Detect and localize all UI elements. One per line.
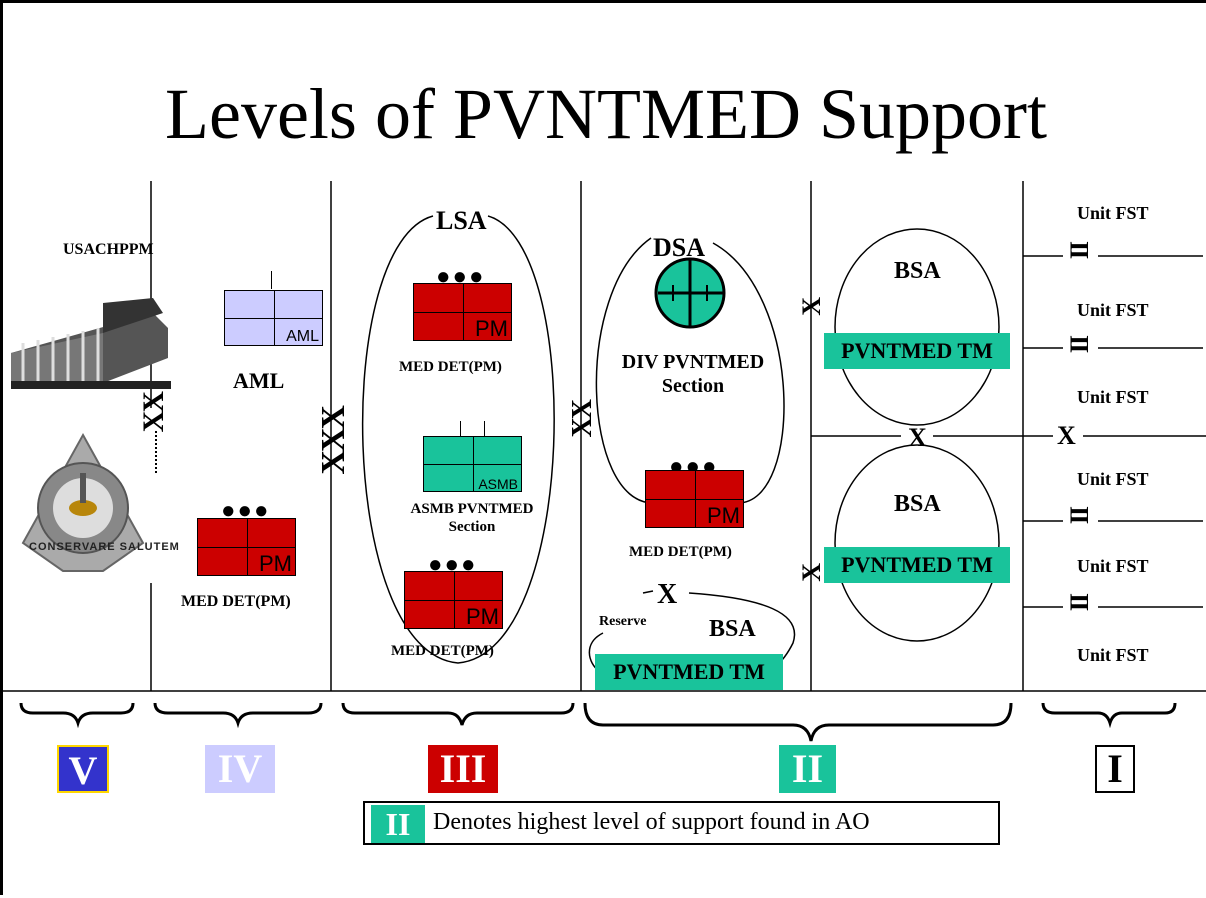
brace-v <box>19 702 135 729</box>
asmb-unit: ASMB <box>423 436 522 492</box>
med-det-label: MED DET(PM) <box>391 643 494 659</box>
echelon-ii-marker: II <box>1065 243 1094 260</box>
dsa-label: DSA <box>653 233 706 262</box>
unit-fst-label: Unit FST <box>1077 645 1149 665</box>
unit-fst-label: Unit FST <box>1077 556 1149 576</box>
unit-fst-label: Unit FST <box>1077 300 1149 320</box>
reserve-pvntmed-tm: PVNTMED TM <box>595 654 783 690</box>
dsa-oval <box>595 237 785 504</box>
bsa-top-label: BSA <box>894 258 941 284</box>
diagram-lines <box>3 181 1206 742</box>
aml-tag: AML <box>286 328 319 345</box>
legend-text: Denotes highest level of support found i… <box>433 809 870 835</box>
unit-fst-label: Unit FST <box>1077 387 1149 407</box>
bsa-bottom-label: BSA <box>894 491 941 517</box>
aml-label: AML <box>233 368 285 393</box>
unit-fst-label: Unit FST <box>1077 203 1149 223</box>
pm-unit-lsa: PM <box>413 283 512 341</box>
pm-unit-iv: PM <box>197 518 296 576</box>
legend: II Denotes highest level of support foun… <box>363 801 1000 845</box>
level-i-badge: I <box>1095 745 1135 793</box>
bsa-bottom-pvntmed-tm: PVNTMED TM <box>824 547 1010 583</box>
med-det-label: MED DET(PM) <box>181 593 291 610</box>
asmb-label: ASMB PVNTMED Section <box>410 501 534 535</box>
med-det-label: MED DET(PM) <box>399 359 502 375</box>
echelon-iv-iii: XXX <box>315 407 352 475</box>
level-iii-badge: III <box>428 745 498 793</box>
level-v-badge: V <box>57 745 109 793</box>
med-det-label: MED DET(PM) <box>629 544 732 560</box>
div-pvntmed-label: DIV PVNTMED Section <box>621 351 765 397</box>
echelon-bsa-bottom: X <box>797 565 826 582</box>
echelon-bsa-top: X <box>797 299 826 316</box>
echelon-ii-marker: II <box>1065 508 1094 525</box>
unit-fst-label: Unit FST <box>1077 469 1149 489</box>
brace-iv <box>153 702 323 729</box>
legend-badge: II <box>371 805 425 843</box>
pm-unit-dsa: PM <box>645 470 744 528</box>
echelon-ii-marker: II <box>1065 595 1094 612</box>
crest-text: CONSERVARE SALUTEM <box>29 541 180 553</box>
lsa-oval <box>361 215 555 664</box>
reserve-label: Reserve <box>599 614 647 629</box>
echelon-v-iv: XX <box>137 393 170 433</box>
brace-i <box>1041 702 1177 729</box>
echelon-iii-ii: XX <box>567 401 598 438</box>
bsa-boundary-x: X <box>908 423 927 452</box>
level-ii-badge: II <box>779 745 836 793</box>
aml-unit: AML <box>224 290 323 346</box>
echelon-ii-marker: II <box>1065 337 1094 354</box>
brace-ii <box>583 702 1013 742</box>
brace-iii <box>341 702 575 726</box>
bsa-top-pvntmed-tm: PVNTMED TM <box>824 333 1010 369</box>
level-iv-badge: IV <box>205 745 275 793</box>
bsa-boundary-x-2: X <box>1057 421 1076 450</box>
usachppm-label: USACHPPM <box>63 241 154 258</box>
bsa-top-circle <box>834 228 1000 426</box>
reserve-bsa-label: BSA <box>709 616 756 642</box>
page-title: Levels of PVNTMED Support <box>165 74 1047 154</box>
reserve-x: X <box>657 579 678 610</box>
bsa-bottom-circle <box>834 444 1000 642</box>
pm-unit-lsa-2: PM <box>404 571 503 629</box>
lsa-label: LSA <box>436 206 487 235</box>
